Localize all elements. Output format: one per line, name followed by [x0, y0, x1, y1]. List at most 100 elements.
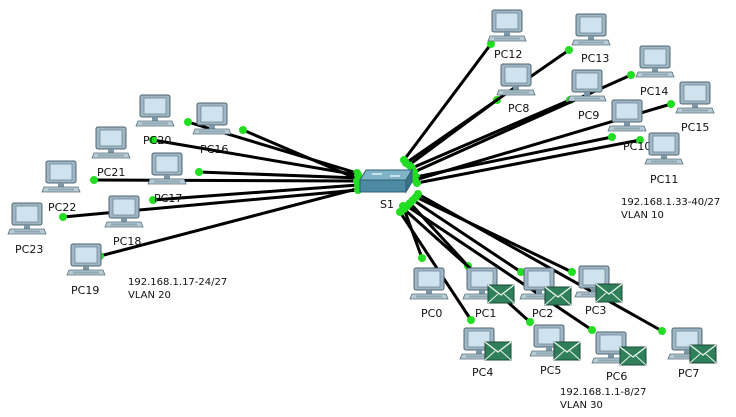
- port-dot-pc20-pc: [184, 118, 192, 126]
- mail-envelope-icon[interactable]: [553, 341, 581, 361]
- vlan20-subnet-note: 192.168.1.17-24/27: [128, 277, 227, 288]
- port-dot-pc4-pc: [467, 316, 475, 324]
- pc-icon: [675, 81, 715, 114]
- pc-pc0[interactable]: [409, 267, 449, 300]
- pc-label-pc17: PC17: [154, 192, 182, 205]
- port-dot-pc7-pc: [658, 327, 666, 335]
- port-dot-pc21-pc: [149, 136, 157, 144]
- pc-label-pc11: PC11: [650, 173, 678, 186]
- pc-label-pc23: PC23: [15, 243, 43, 256]
- mail-envelope-icon[interactable]: [544, 286, 572, 306]
- link-pc18-s1: [152, 183, 359, 202]
- pc-icon: [409, 267, 449, 300]
- pc-pc20[interactable]: [135, 94, 175, 127]
- mail-envelope-icon[interactable]: [595, 283, 623, 303]
- port-dot-pc13-pc: [565, 46, 573, 54]
- switch-s1[interactable]: [359, 168, 413, 194]
- pc-icon: [66, 243, 106, 276]
- pc-label-pc9: PC9: [578, 109, 599, 122]
- pc-pc13[interactable]: [571, 13, 611, 46]
- port-dot-pc21-sw: [354, 171, 362, 179]
- port-dot-pc16-pc: [239, 126, 247, 134]
- link-pc6-s1: [406, 204, 593, 332]
- port-dot-pc3-pc: [568, 268, 576, 276]
- pc-icon: [496, 63, 536, 96]
- link-pc9-s1: [411, 98, 571, 170]
- pc-label-pc4: PC4: [472, 366, 493, 379]
- port-dot-pc11-pc: [636, 136, 644, 144]
- link-pc17-s1: [198, 170, 360, 180]
- pc-label-pc18: PC18: [113, 235, 141, 248]
- pc-pc11[interactable]: [644, 132, 684, 165]
- port-dot-pc12-pc: [487, 40, 495, 48]
- pc-pc14[interactable]: [635, 45, 675, 78]
- pc-pc18[interactable]: [104, 195, 144, 228]
- port-dot-pc2-pc: [517, 268, 525, 276]
- pc-label-pc14: PC14: [640, 85, 668, 98]
- pc-label-pc5: PC5: [540, 364, 561, 377]
- port-dot-pc7-sw: [414, 190, 422, 198]
- pc-label-pc7: PC7: [678, 367, 699, 380]
- pc-label-pc21: PC21: [97, 166, 125, 179]
- pc-label-pc2: PC2: [532, 307, 553, 320]
- port-dot-pc15-pc: [667, 100, 675, 108]
- port-dot-pc18-pc: [149, 196, 157, 204]
- pc-label-pc20: PC20: [143, 134, 171, 147]
- pc-icon: [644, 132, 684, 165]
- pc-pc15[interactable]: [675, 81, 715, 114]
- pc-label-pc16: PC16: [200, 143, 228, 156]
- switch-icon: [359, 168, 413, 194]
- pc-label-pc8: PC8: [508, 102, 529, 115]
- pc-icon: [135, 94, 175, 127]
- pc-label-pc15: PC15: [681, 121, 709, 134]
- port-dot-pc22-pc: [90, 176, 98, 184]
- link-pc7-s1: [417, 192, 663, 333]
- switch-label: S1: [380, 198, 394, 211]
- link-pc22-s1: [93, 178, 358, 183]
- mail-envelope-icon[interactable]: [689, 344, 717, 364]
- pc-label-pc10: PC10: [623, 140, 651, 153]
- pc-pc23[interactable]: [7, 202, 47, 235]
- port-dot-pc17-pc: [195, 168, 203, 176]
- vlan30-name-note: VLAN 30: [560, 400, 603, 411]
- pc-icon: [147, 152, 187, 185]
- port-dot-pc10-pc: [608, 133, 616, 141]
- pc-icon: [104, 195, 144, 228]
- mail-envelope-icon[interactable]: [484, 341, 512, 361]
- link-pc11-s1: [416, 138, 641, 185]
- pc-pc21[interactable]: [91, 126, 131, 159]
- pc-pc12[interactable]: [487, 9, 527, 42]
- mail-envelope-icon[interactable]: [619, 346, 647, 366]
- link-pc3-s1: [415, 195, 573, 274]
- pc-pc8[interactable]: [496, 63, 536, 96]
- pc-icon: [571, 13, 611, 46]
- link-pc2-s1: [412, 198, 522, 274]
- pc-label-pc12: PC12: [494, 48, 522, 61]
- port-dot-pc23-pc: [59, 213, 67, 221]
- pc-label-pc6: PC6: [606, 370, 627, 383]
- vlan30-subnet-note: 192.168.1.1-8/27: [560, 387, 647, 398]
- port-dot-pc0-pc: [418, 254, 426, 262]
- port-dot-pc22-sw: [353, 177, 361, 185]
- pc-label-pc19: PC19: [71, 284, 99, 297]
- pc-pc10[interactable]: [607, 99, 647, 132]
- link-pc23-s1: [62, 188, 359, 219]
- mail-envelope-icon[interactable]: [487, 284, 515, 304]
- link-pc13-s1: [405, 48, 570, 165]
- pc-pc17[interactable]: [147, 152, 187, 185]
- port-dot-pc14-pc: [627, 71, 635, 79]
- link-pc21-s1: [152, 138, 359, 177]
- pc-icon: [41, 160, 81, 193]
- pc-pc19[interactable]: [66, 243, 106, 276]
- pc-pc16[interactable]: [192, 102, 232, 135]
- port-dot-pc13-sw: [402, 159, 410, 167]
- pc-pc9[interactable]: [567, 69, 607, 102]
- vlan20-name-note: VLAN 20: [128, 290, 171, 301]
- pc-label-pc0: PC0: [421, 307, 442, 320]
- pc-label-pc1: PC1: [475, 307, 496, 320]
- pc-pc22[interactable]: [41, 160, 81, 193]
- pc-icon: [487, 9, 527, 42]
- port-dot-pc5-pc: [526, 318, 534, 326]
